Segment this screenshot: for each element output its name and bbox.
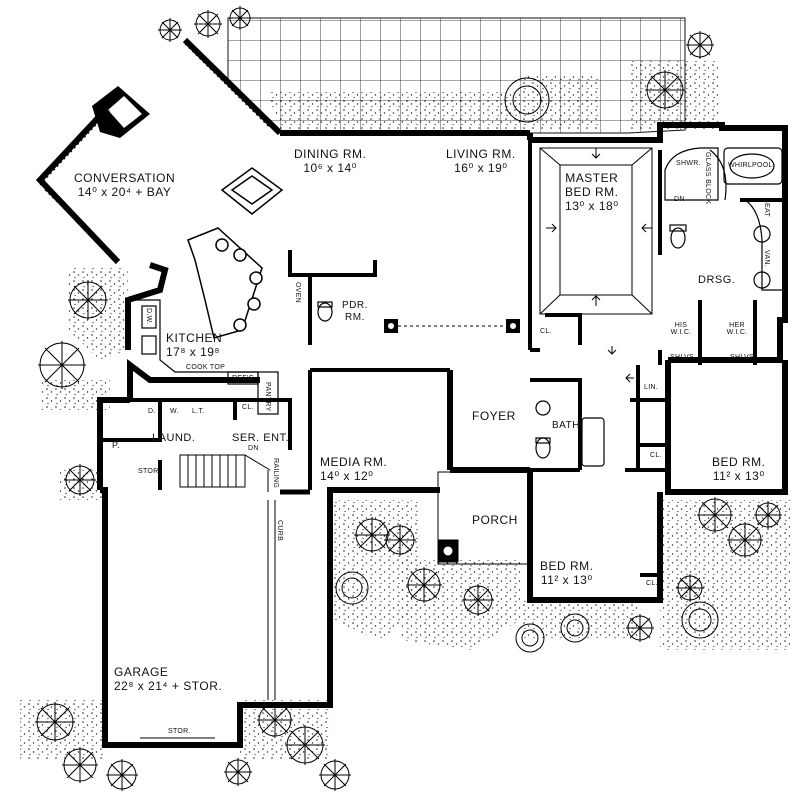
porch-label: PORCH [472,513,518,528]
room-name: BED RM. [540,559,594,573]
conversation-pit-table [220,167,284,215]
glass-block-label: GLASS BLOCK [704,152,711,205]
foyer-label: FOYER [472,409,516,424]
refg-label: REF'G [232,375,255,382]
dn-stair-label: DN [248,445,259,452]
exterior-walls [35,37,788,748]
master-label: MASTER BED RM. 13⁰ x 18⁰ [565,171,619,213]
media-label: MEDIA RM. 14⁰ x 12⁰ [320,455,388,484]
room-dims: 16⁰ x 19⁰ [454,160,508,175]
room-dims: 17⁸ x 19⁸ [166,344,220,359]
oven-label: OVEN [294,282,301,304]
her-wic-label: HER W.I.C. [726,322,748,336]
room-dims: 22⁸ x 21⁴ + STOR. [114,678,223,693]
railing-label: RAILING [272,458,279,489]
garage-label: GARAGE 22⁸ x 21⁴ + STOR. [114,665,223,694]
porch [437,471,529,565]
kitchen-label: KITCHEN 17⁸ x 19⁸ [166,331,223,360]
pdr-label: PDR. RM. [342,300,368,323]
whirlpool-label: WHIRLPOOL [728,162,773,169]
dn-shwr-label: DN [674,196,685,203]
interior-walls [100,140,785,577]
bed-east-label: BED RM. 11² x 13⁰ [712,455,766,484]
room-name: GARAGE [114,665,169,679]
room-name: LIVING RM. [446,147,516,161]
fireplace [92,86,150,138]
room-name: MEDIA RM. [320,455,388,469]
p-label: P. [112,440,120,450]
room-dims: 10⁶ x 14⁰ [303,160,357,175]
lt-label: L.T. [192,408,205,415]
conversation-label: CONVERSATION 14⁰ x 20⁴ + BAY [74,171,176,200]
pantry-label: PANTRY [264,382,271,412]
dw-label: D.W. [145,308,152,325]
room-name: MASTER [565,171,619,185]
drsg-label: DRSG. [698,274,735,287]
room-name: FOYER [472,409,516,423]
room-name: PDR. [342,300,368,311]
curb-label: CURB [276,520,283,542]
foyer-columns [384,319,520,333]
kitchen-island [187,227,263,339]
room-name: LAUND. [152,432,196,444]
shlvs-her-label: SHLVS [730,354,754,361]
living-label: LIVING RM. 16⁰ x 19⁰ [446,147,516,176]
cl-bed-south-label: CL. [646,580,658,587]
room-name: DINING RM. [294,147,367,161]
room-dims: 14⁰ x 20⁴ + BAY [77,184,172,199]
room-name: BED RM. [712,455,766,469]
w-label: W. [170,408,179,415]
kitchen-counters [134,299,279,415]
ser-ent-label: SER. ENT. [232,432,289,445]
his-wic-label: HIS W.I.C. [670,322,692,336]
lin-label: LIN. [644,384,659,391]
laund-label: LAUND. [152,432,195,445]
room-dims: 11² x 13⁰ [712,468,765,483]
cl-master-label: CL. [540,328,552,335]
bath-fixtures [317,147,786,467]
room-dims: 14⁰ x 12⁰ [320,468,374,483]
room-name: BATH [552,420,580,431]
shlvs-his-label: SHLVS [670,354,694,361]
d-label: D. [148,408,156,415]
room-name: SER. ENT. [232,432,290,444]
room-dims: 13⁰ x 18⁰ [565,198,619,213]
van-label: VAN. [763,250,770,268]
stairs [179,454,271,492]
room-name: KITCHEN [166,331,223,345]
cook-top-label: COOK TOP [186,364,226,371]
stor-garage-label: STOR. [168,728,191,735]
room-dims: 11² x 13⁰ [540,572,593,587]
room-name-2: RM. [345,311,365,323]
seat-label: SEAT [763,198,770,217]
dining-label: DINING RM. 10⁶ x 14⁰ [294,147,367,176]
bath-label: BATH [552,420,580,432]
room-name-2: BED RM. [565,184,619,199]
room-name: DRSG. [698,274,736,286]
room-name: PORCH [472,513,518,527]
direction-arrows [546,148,652,383]
cl-bed-east-label: CL. [650,452,662,459]
landscape-trees [35,6,782,791]
shwr-label: SHWR. [676,160,701,167]
bay-windows [39,43,271,263]
bed-south-label: BED RM. 11² x 13⁰ [540,559,594,588]
room-name: CONVERSATION [74,171,176,185]
garage [140,489,310,739]
planting-beds [20,60,790,760]
stor-laund-label: STOR. [138,468,161,475]
cl-kitchen-label: CL. [242,404,254,411]
